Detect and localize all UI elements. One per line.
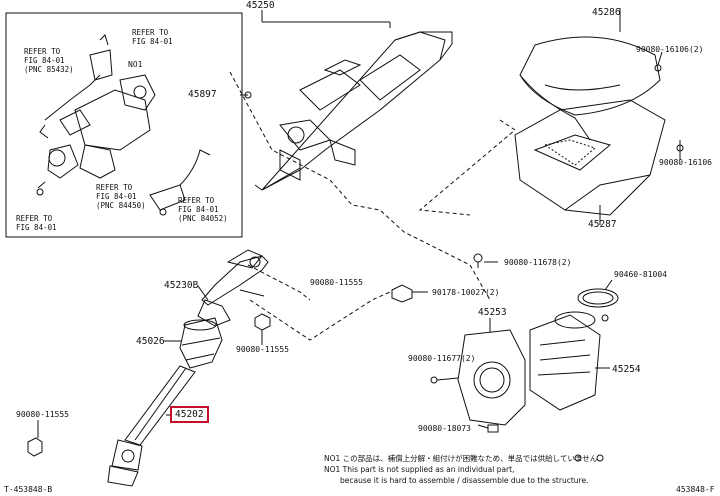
label-45897[interactable]: 45897 bbox=[188, 89, 217, 100]
refer-to-3-line2: FIG 84-01 bbox=[96, 192, 137, 201]
label-90080-11555-b[interactable]: 90080-11555 bbox=[236, 345, 289, 354]
note-japanese: NO1 この部品は、補償上分解・組付けが困難なため、単品では供給していません bbox=[324, 454, 598, 463]
label-45287[interactable]: 45287 bbox=[588, 219, 617, 230]
inset-frame bbox=[6, 13, 242, 237]
label-90178-10027[interactable]: 90178-10027(2) bbox=[432, 288, 500, 297]
refer-to-2-line2: FIG 84-01 bbox=[24, 56, 65, 65]
footer-id-left: T-453848-B bbox=[4, 485, 53, 494]
note-english-2: because it is hard to assemble / disasse… bbox=[340, 476, 589, 485]
label-90080-18073[interactable]: 90080-18073 bbox=[418, 424, 471, 433]
label-45253[interactable]: 45253 bbox=[478, 307, 507, 318]
refer-to-3[interactable]: REFER TO FIG 84-01 (PNC 84450) bbox=[96, 183, 146, 210]
label-45026[interactable]: 45026 bbox=[136, 336, 165, 347]
refer-to-5[interactable]: REFER TO FIG 84-01 bbox=[16, 214, 57, 232]
refer-to-2[interactable]: REFER TO FIG 84-01 (PNC 85432) bbox=[24, 47, 74, 74]
refer-to-5-line2: FIG 84-01 bbox=[16, 223, 57, 232]
label-45254[interactable]: 45254 bbox=[612, 364, 641, 375]
refer-to-4-line3: (PNC 84052) bbox=[178, 214, 228, 223]
note-english-1: NO1 This part is not supplied as an indi… bbox=[324, 465, 515, 474]
refer-to-2-line3: (PNC 85432) bbox=[24, 65, 74, 74]
label-90080-11678[interactable]: 90080-11678(2) bbox=[504, 258, 572, 267]
footer-id-right: 453848-F bbox=[676, 485, 715, 494]
label-90080-11555-a[interactable]: 90080-11555 bbox=[310, 278, 363, 287]
refer-to-4[interactable]: REFER TO FIG 84-01 (PNC 84052) bbox=[178, 196, 228, 223]
label-90080-11555-c[interactable]: 90080-11555 bbox=[16, 410, 69, 419]
label-90080-11677[interactable]: 90080-11677(2) bbox=[408, 354, 476, 363]
refer-to-1-line1: REFER TO bbox=[132, 28, 169, 37]
refer-to-4-line1: REFER TO bbox=[178, 196, 215, 205]
label-90080-16106-2[interactable]: 90080-16106(2) bbox=[636, 45, 704, 54]
refer-to-3-line3: (PNC 84450) bbox=[96, 201, 146, 210]
refer-to-3-line1: REFER TO bbox=[96, 183, 133, 192]
label-no1: NO1 bbox=[128, 60, 143, 69]
refer-to-4-line2: FIG 84-01 bbox=[178, 205, 219, 214]
refer-to-1-line2: FIG 84-01 bbox=[132, 37, 173, 46]
label-45230b[interactable]: 45230B bbox=[164, 280, 199, 291]
label-45202-highlighted[interactable]: 45202 bbox=[170, 406, 209, 423]
refer-to-1[interactable]: REFER TO FIG 84-01 bbox=[132, 28, 173, 46]
label-90460-81004[interactable]: 90460-81004 bbox=[614, 270, 667, 279]
refer-to-2-line1: REFER TO bbox=[24, 47, 61, 56]
label-90080-16106[interactable]: 90080-16106 bbox=[659, 158, 712, 167]
refer-to-5-line1: REFER TO bbox=[16, 214, 53, 223]
label-45286[interactable]: 45286 bbox=[592, 7, 621, 18]
label-45250[interactable]: 45250 bbox=[246, 0, 275, 11]
